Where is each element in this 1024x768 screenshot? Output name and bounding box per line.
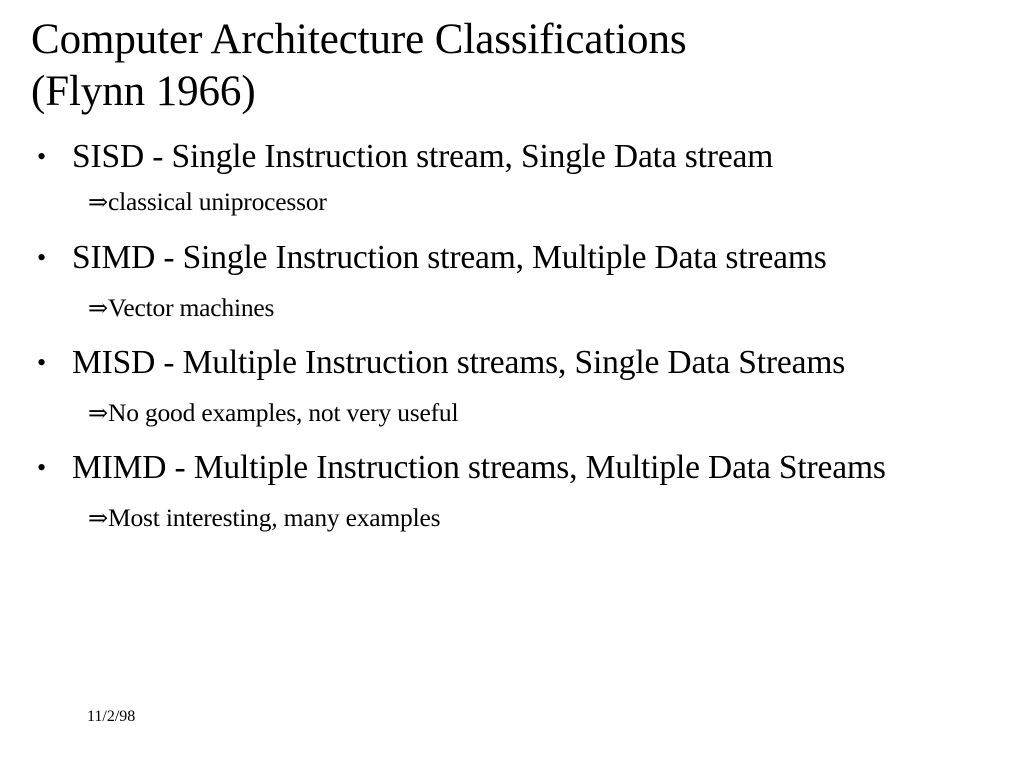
bullet-label-mimd: MIMD - Multiple Instruction streams, Mul… — [72, 449, 886, 486]
slide-title-line-2: (Flynn 1966) — [31, 68, 256, 115]
double-arrow-icon: ⇒ — [88, 504, 109, 532]
bullet-item-simd: • SIMD - Single Instruction stream, Mult… — [0, 233, 1024, 283]
bullet-item-misd: • MISD - Multiple Instruction streams, S… — [0, 338, 1024, 388]
slide-body: • SISD - Single Instruction stream, Sing… — [0, 132, 1024, 540]
footer-date: 11/2/98 — [87, 708, 136, 725]
slide-title: Computer Architecture Classifications (F… — [31, 14, 981, 118]
double-arrow-icon: ⇒ — [88, 294, 109, 322]
sub-bullet-label-simd: Vector machines — [108, 293, 275, 322]
bullet-dot-icon: • — [37, 453, 46, 482]
bullet-label-sisd: SISD - Single Instruction stream, Single… — [72, 138, 774, 175]
sub-bullet-item-simd: ⇒Vector machines — [0, 286, 1024, 330]
bullet-dot-icon: • — [37, 243, 46, 272]
sub-bullet-label-misd: No good examples, not very useful — [108, 398, 459, 427]
bullet-group-mimd: • MIMD - Multiple Instruction streams, M… — [0, 443, 1024, 540]
sub-bullet-item-sisd: ⇒classical uniprocessor — [0, 180, 1024, 226]
bullet-dot-icon: • — [37, 348, 46, 377]
bullet-dot-icon: • — [37, 142, 46, 171]
bullet-group-simd: • SIMD - Single Instruction stream, Mult… — [0, 233, 1024, 330]
sub-bullet-label-sisd: classical uniprocessor — [108, 187, 327, 216]
bullet-item-mimd: • MIMD - Multiple Instruction streams, M… — [0, 443, 1024, 493]
slide-title-line-1: Computer Architecture Classifications — [31, 16, 687, 63]
sub-bullet-label-mimd: Most interesting, many examples — [108, 503, 441, 532]
sub-bullet-item-mimd: ⇒Most interesting, many examples — [0, 496, 1024, 540]
bullet-item-sisd: • SISD - Single Instruction stream, Sing… — [0, 132, 1024, 182]
bullet-label-misd: MISD - Multiple Instruction streams, Sin… — [72, 344, 846, 381]
double-arrow-icon: ⇒ — [88, 188, 109, 216]
bullet-group-sisd: • SISD - Single Instruction stream, Sing… — [0, 132, 1024, 226]
sub-bullet-item-misd: ⇒No good examples, not very useful — [0, 391, 1024, 435]
double-arrow-icon: ⇒ — [88, 399, 109, 427]
bullet-label-simd: SIMD - Single Instruction stream, Multip… — [72, 239, 827, 276]
bullet-group-misd: • MISD - Multiple Instruction streams, S… — [0, 338, 1024, 435]
